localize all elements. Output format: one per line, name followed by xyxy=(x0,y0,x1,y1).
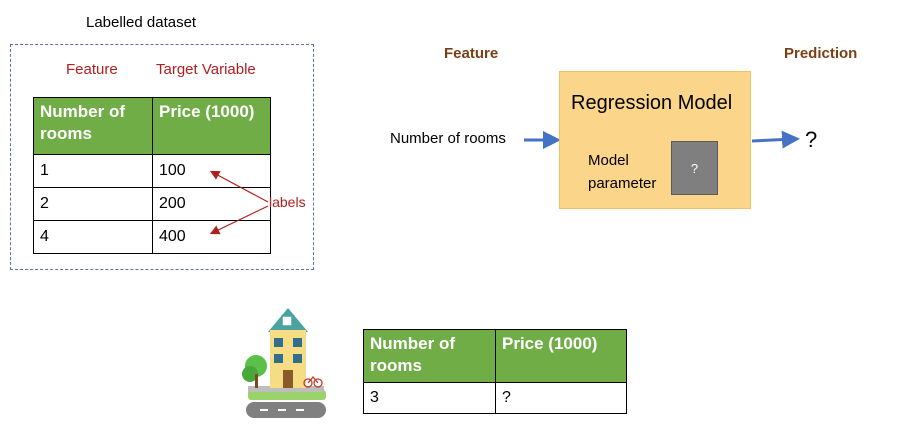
feature-caption: Feature xyxy=(66,61,118,78)
labels-arrow-down xyxy=(209,205,269,235)
regression-model-box xyxy=(559,71,751,209)
cell-rooms: 4 xyxy=(33,220,153,254)
cell-price: ? xyxy=(495,382,627,414)
query-table: Number of rooms Price (1000) 3 ? xyxy=(363,329,627,414)
regression-model-title: Regression Model xyxy=(571,92,733,114)
output-arrow xyxy=(751,130,800,149)
dataset-dashed-frame xyxy=(10,44,314,270)
model-parameter-box: ? xyxy=(671,141,718,195)
prediction-heading: Prediction xyxy=(784,45,858,62)
dataset-table: Number of rooms Price (1000) 1 100 2 200… xyxy=(33,97,271,254)
target-variable-caption: Target Variable xyxy=(156,61,256,78)
labels-annotation: labels xyxy=(269,194,306,210)
table-row: 3 ? xyxy=(363,382,627,414)
dataset-title: Labelled dataset xyxy=(86,14,197,31)
labels-arrow-up xyxy=(209,170,269,203)
prediction-output: ? xyxy=(805,127,818,152)
model-parameter-label: Model parameter xyxy=(588,149,656,195)
col-header-price: Price (1000) xyxy=(152,97,271,155)
cell-rooms: 1 xyxy=(33,154,153,188)
col-header-price: Price (1000) xyxy=(495,329,627,383)
input-feature-label: Number of rooms xyxy=(390,130,506,147)
house-illustration-icon xyxy=(242,308,326,418)
cell-rooms: 2 xyxy=(33,187,153,221)
cell-rooms: 3 xyxy=(363,382,496,414)
col-header-rooms: Number of rooms xyxy=(363,329,496,383)
model-parameter-line1: Model xyxy=(588,152,629,169)
model-parameter-line2: parameter xyxy=(588,175,657,192)
feature-heading: Feature xyxy=(444,45,499,62)
